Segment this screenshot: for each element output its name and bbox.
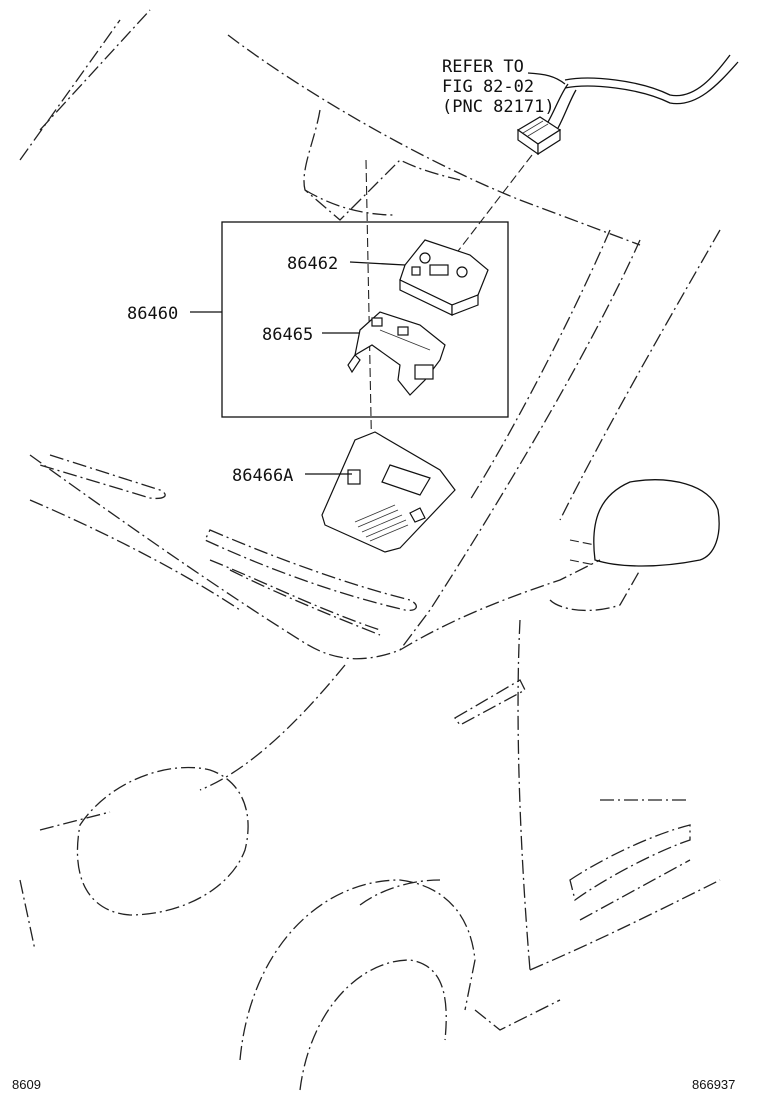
footer-right-code: 866937 — [692, 1077, 735, 1092]
label-assembly: 86460 — [127, 304, 178, 324]
label-part-cover: 86466A — [232, 466, 293, 486]
assembly-box — [221, 221, 509, 418]
wire-connector — [516, 116, 562, 156]
vehicle-outline — [19, 9, 739, 1091]
connector-leader — [454, 154, 533, 256]
bracket-upper-86462 — [399, 239, 489, 316]
label-part-bracket-upper: 86462 — [287, 254, 338, 274]
callout-leaders — [190, 72, 566, 475]
footer-left-code: 8609 — [12, 1077, 41, 1092]
label-part-bracket-lower: 86465 — [262, 325, 313, 345]
cover-86466a — [321, 431, 456, 553]
refer-text-line2: FIG 82-02 — [442, 77, 534, 97]
bracket-lower-86465 — [347, 311, 446, 396]
refer-text-line1: REFER TO — [442, 57, 524, 77]
refer-text-line3: (PNC 82171) — [442, 97, 555, 117]
